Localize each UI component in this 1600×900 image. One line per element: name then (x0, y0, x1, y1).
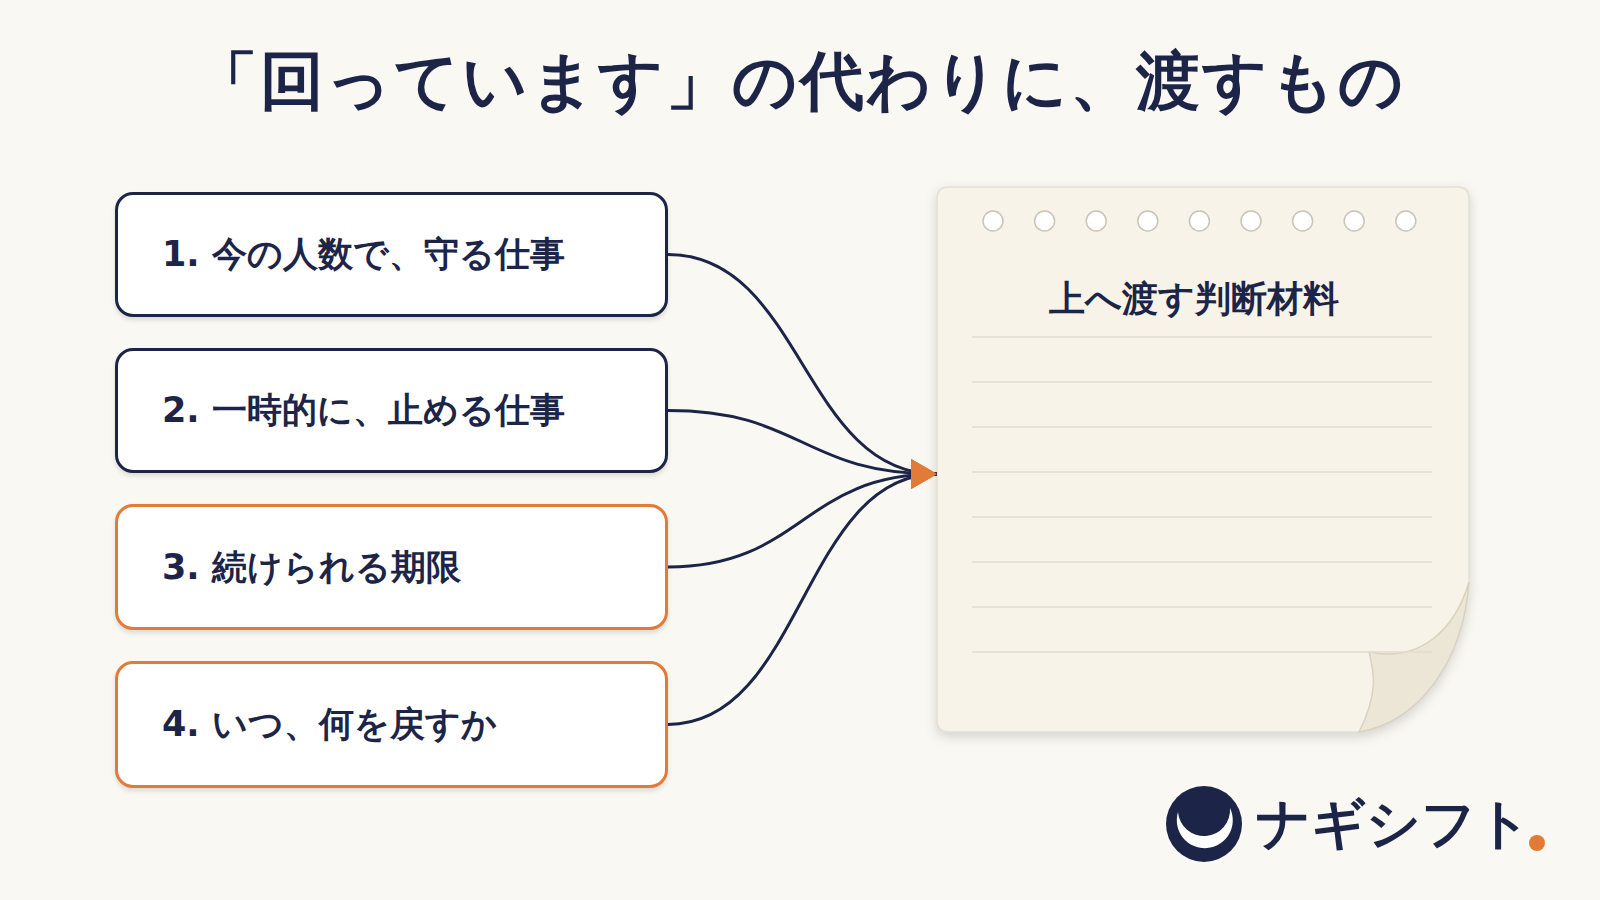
ruled-line (972, 426, 1432, 428)
binder-hole (1086, 211, 1106, 231)
binder-hole (1138, 211, 1158, 231)
brand-name: ナギシフト (1256, 788, 1531, 861)
binder-hole (1035, 211, 1055, 231)
pad-heading: 上へ渡す判断材料 (937, 275, 1451, 324)
ruled-line (972, 651, 1432, 653)
note-pad: 上へ渡す判断材料 (937, 187, 1469, 732)
connector-curve (668, 411, 937, 475)
process-box: 3. 続けられる期限 (115, 504, 668, 630)
note-pad-sheet (937, 187, 1469, 732)
ruled-line (972, 516, 1432, 518)
binder-hole (1293, 211, 1313, 231)
diagram-title: 「回っています」の代わりに、渡すもの (0, 38, 1600, 125)
process-box: 4. いつ、何を戻すか (115, 661, 668, 788)
binder-hole (983, 211, 1003, 231)
logo-circle (1166, 786, 1242, 862)
binder-hole (1241, 211, 1261, 231)
box-label: 1. 今の人数で、守る仕事 (162, 231, 565, 278)
box-label: 2. 一時的に、止める仕事 (162, 387, 565, 434)
page-curl (1359, 582, 1469, 732)
connector-curve (668, 474, 937, 567)
logo-crescent (1177, 808, 1233, 848)
note-pad-outline (937, 187, 1469, 732)
ruled-line (972, 561, 1432, 563)
binder-hole (1396, 211, 1416, 231)
binder-hole (1344, 211, 1364, 231)
ruled-line (972, 471, 1432, 473)
ruled-line (972, 336, 1432, 338)
ruled-line (972, 606, 1432, 608)
box-label: 4. いつ、何を戻すか (162, 701, 497, 748)
process-box: 2. 一時的に、止める仕事 (115, 348, 668, 473)
box-label: 3. 続けられる期限 (162, 544, 461, 591)
binder-hole (1189, 211, 1209, 231)
connector-curve (668, 255, 937, 475)
ruled-line (972, 381, 1432, 383)
logo-dot (1529, 835, 1545, 851)
process-box: 1. 今の人数で、守る仕事 (115, 192, 668, 317)
connector-curve (668, 474, 937, 725)
